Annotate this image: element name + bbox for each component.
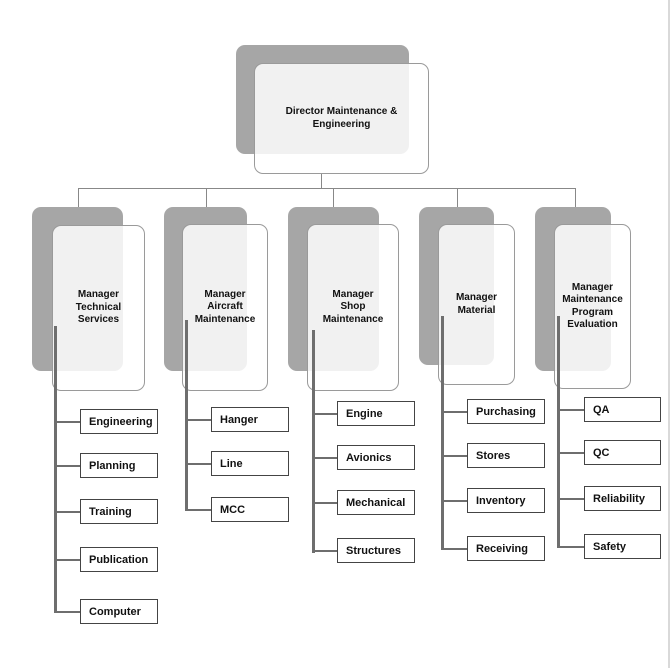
spine-material: [441, 316, 444, 550]
subunit-box: Computer: [80, 599, 158, 624]
subunit-box: Engine: [337, 401, 415, 426]
manager-title: Manager Aircraft Maintenance: [194, 288, 256, 325]
connector-manager-1: [206, 188, 207, 207]
subunit-box: MCC: [211, 497, 289, 522]
subunit-box: Reliability: [584, 486, 661, 511]
manager-title: Manager Material: [455, 292, 498, 316]
manager-box-aircraft-maintenance: Manager Aircraft Maintenance: [182, 224, 268, 391]
subunit-box: Structures: [337, 538, 415, 563]
branch: [57, 421, 80, 423]
branch: [560, 409, 584, 411]
page-edge: [668, 0, 670, 668]
connector-director-down: [321, 174, 322, 188]
manager-box-material: Manager Material: [438, 224, 515, 385]
subunit-box: Mechanical: [337, 490, 415, 515]
subunit-box: Purchasing: [467, 399, 545, 424]
subunit-box: Line: [211, 451, 289, 476]
subunit-box: QC: [584, 440, 661, 465]
subunit-box: Publication: [80, 547, 158, 572]
spine-shop-maintenance: [312, 330, 315, 553]
branch: [444, 548, 467, 550]
manager-box-maintenance-program-evaluation: Manager Maintenance Program Evaluation: [554, 224, 631, 389]
subunit-box: Receiving: [467, 536, 545, 561]
branch: [188, 509, 211, 511]
branch: [315, 550, 337, 552]
branch: [560, 546, 584, 548]
subunit-box: Planning: [80, 453, 158, 478]
manager-title: Manager Technical Services: [75, 289, 122, 326]
subunit-box: Hanger: [211, 407, 289, 432]
branch: [315, 413, 337, 415]
branch: [444, 455, 467, 457]
branch: [57, 611, 80, 613]
branch: [560, 452, 584, 454]
subunit-box: Avionics: [337, 445, 415, 470]
connector-manager-2: [333, 188, 334, 207]
connector-horizontal: [78, 188, 575, 189]
spine-maintenance-program-evaluation: [557, 316, 560, 548]
manager-title: Manager Maintenance Program Evaluation: [562, 281, 623, 331]
subunit-box: Safety: [584, 534, 661, 559]
branch: [315, 457, 337, 459]
branch: [57, 559, 80, 561]
branch: [188, 463, 211, 465]
branch: [315, 502, 337, 504]
subunit-box: Stores: [467, 443, 545, 468]
director-title: Director Maintenance & Engineering: [285, 106, 398, 130]
spine-aircraft-maintenance: [185, 320, 188, 511]
director-box: Director Maintenance & Engineering: [254, 63, 429, 174]
spine-technical-services: [54, 326, 57, 613]
subunit-box: Training: [80, 499, 158, 524]
branch: [188, 419, 211, 421]
manager-box-shop-maintenance: Manager Shop Maintenance: [307, 224, 399, 391]
branch: [444, 411, 467, 413]
branch: [57, 465, 80, 467]
manager-box-technical-services: Manager Technical Services: [52, 225, 145, 391]
subunit-box: QA: [584, 397, 661, 422]
subunit-box: Engineering: [80, 409, 158, 434]
subunit-box: Inventory: [467, 488, 545, 513]
manager-title: Manager Shop Maintenance: [322, 288, 384, 325]
branch: [57, 511, 80, 513]
branch: [444, 500, 467, 502]
connector-manager-4: [575, 188, 576, 207]
connector-manager-0: [78, 188, 79, 207]
branch: [560, 498, 584, 500]
connector-manager-3: [457, 188, 458, 207]
